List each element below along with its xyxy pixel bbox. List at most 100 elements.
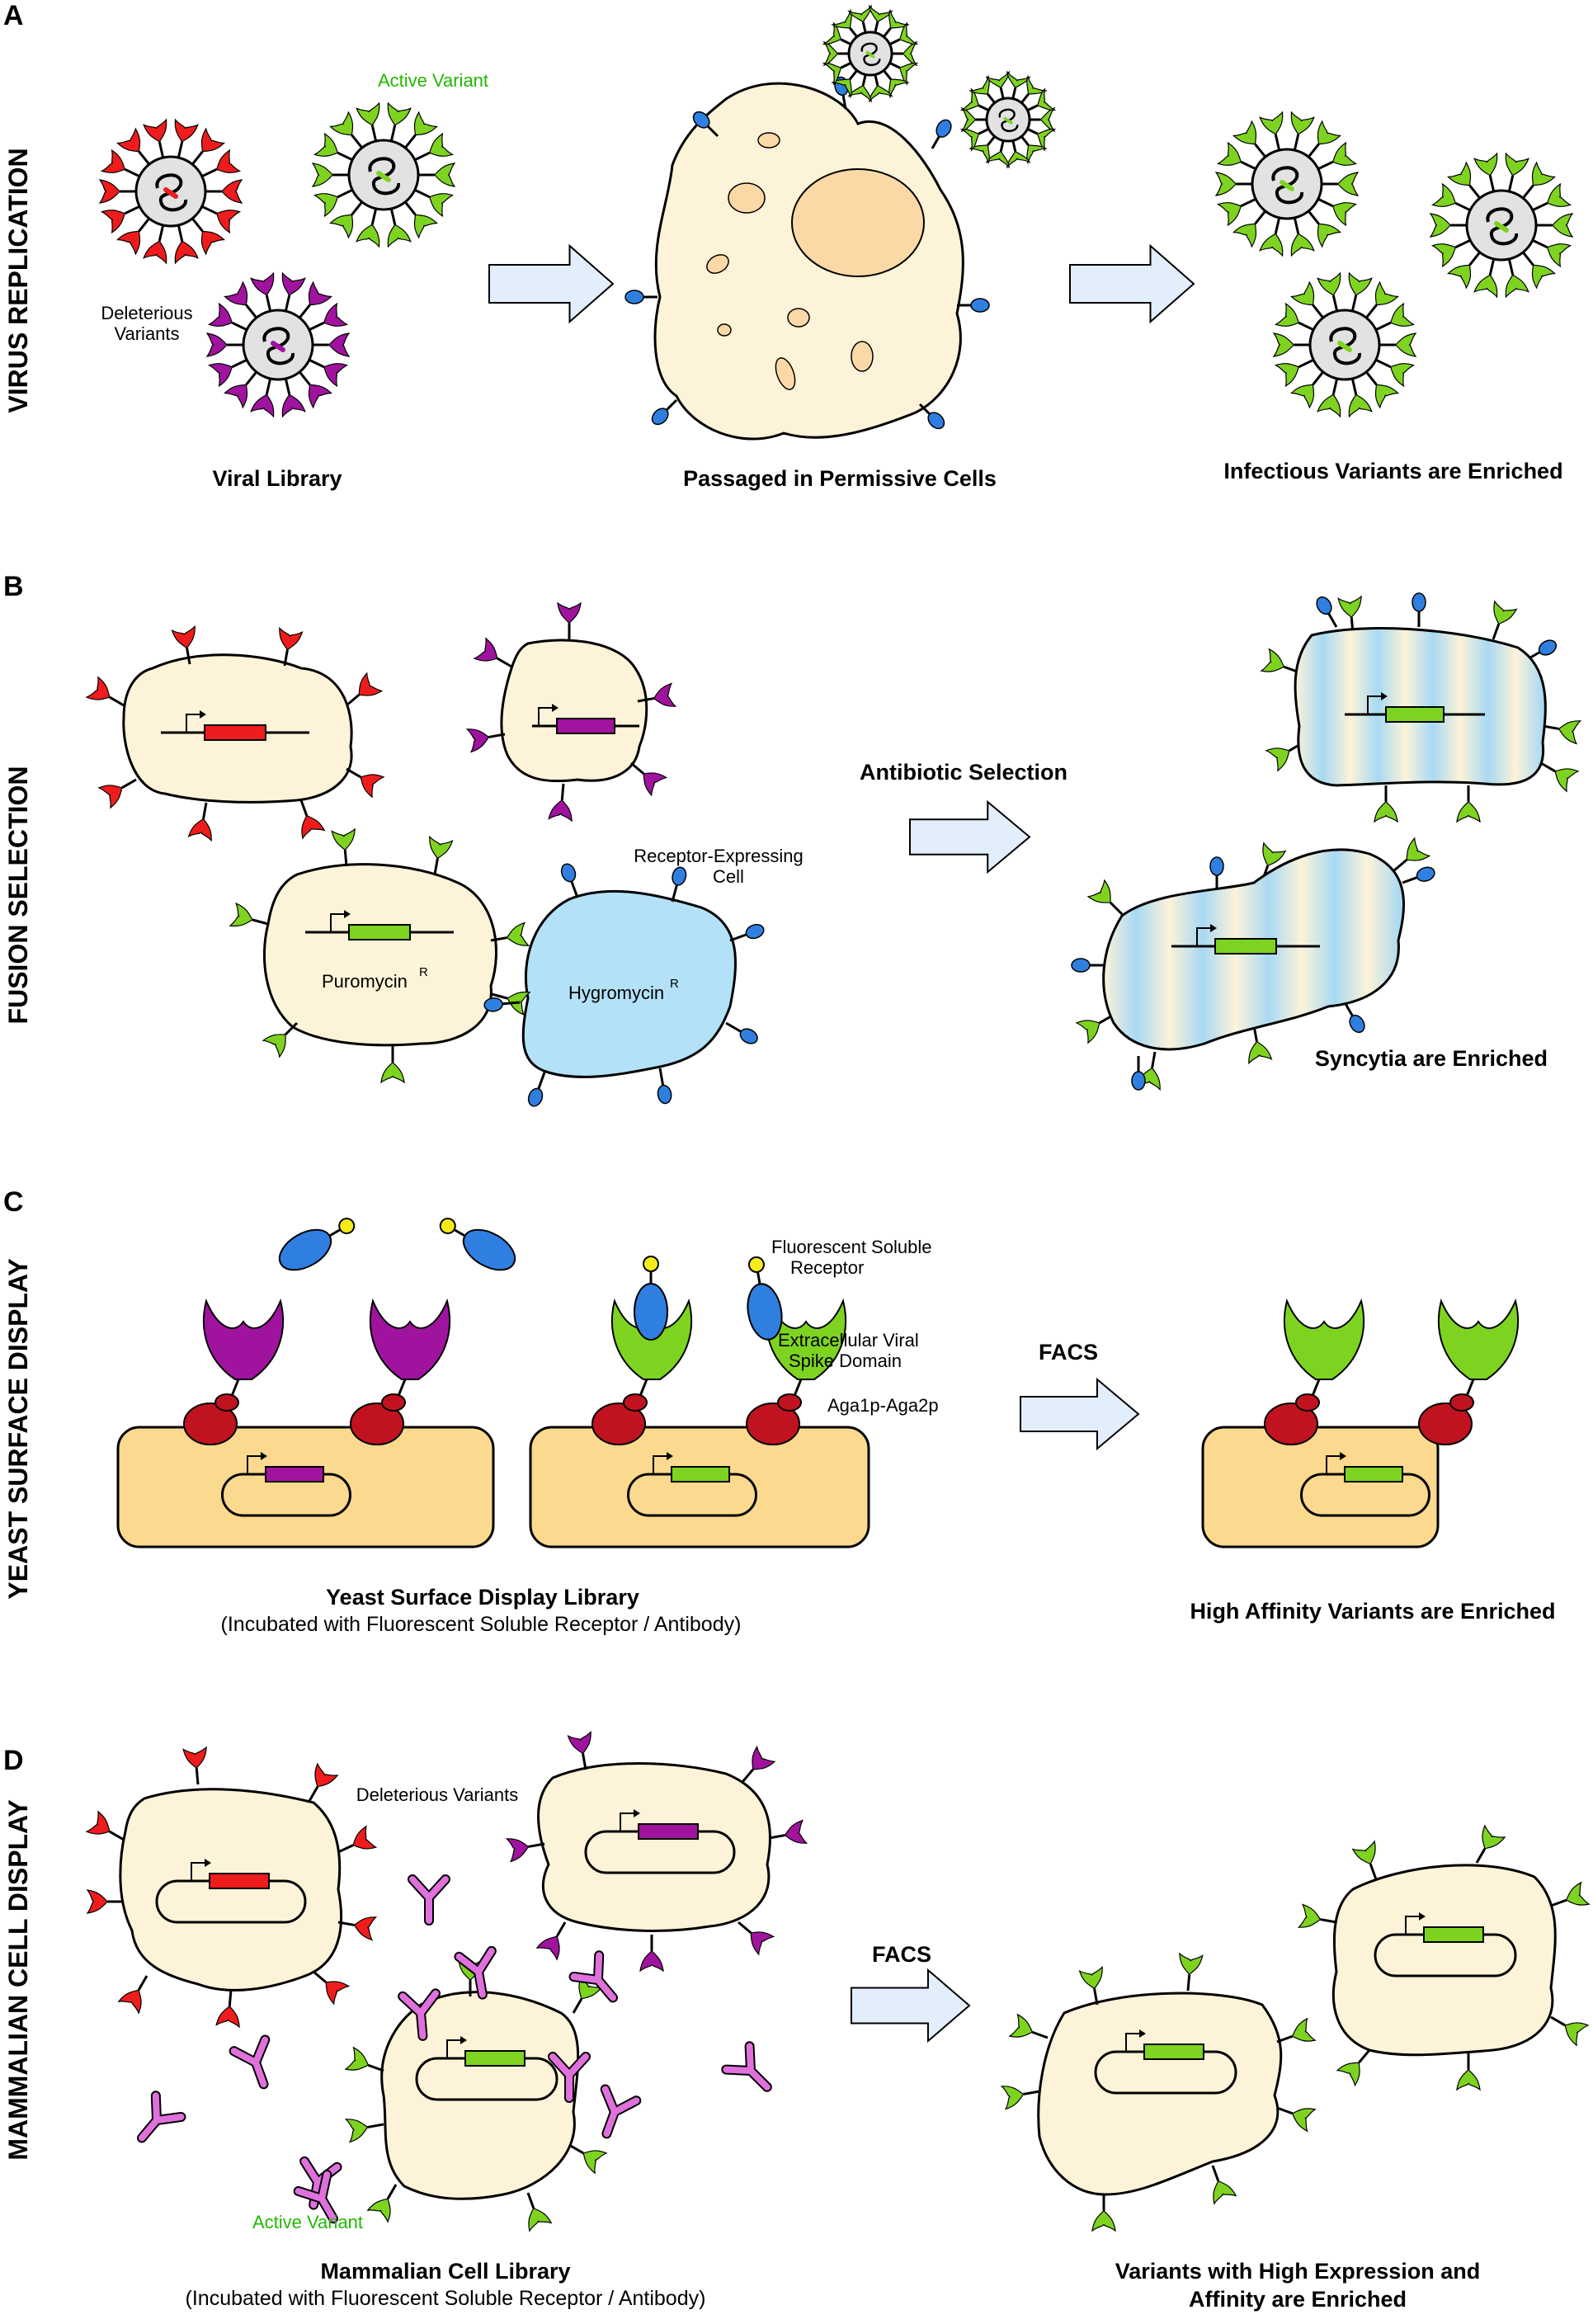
spike-icon: [429, 835, 454, 875]
spike-stalk: [309, 358, 325, 369]
spike-icon: [1456, 785, 1481, 823]
aga1p-icon: [1418, 1402, 1473, 1445]
spike-icon: [418, 163, 456, 187]
spike-head: [1091, 2209, 1116, 2232]
linker: [1311, 1379, 1321, 1397]
spike-icon: [535, 1921, 567, 1961]
plasmids: [221, 1452, 1430, 1517]
spike-head: [1008, 2013, 1034, 2038]
caption-infectious: Infectious Variants are Enriched: [1223, 459, 1562, 483]
spike-icon: [1505, 258, 1529, 299]
spike-head: [1272, 332, 1295, 357]
fluorescent-receptor-icon: [634, 1256, 668, 1341]
spike-head: [1259, 233, 1284, 257]
panel-b-letter: B: [3, 571, 24, 602]
spike-head: [1232, 120, 1257, 145]
spike-icon: [883, 8, 910, 38]
panel-c: C YEAST SURFACE DISPLAY Fluorescent Solu…: [3, 1186, 1556, 1636]
spike-stalk: [978, 104, 990, 112]
fluorescent-receptor-icon: [278, 1218, 356, 1271]
panel-c-letter: C: [3, 1186, 24, 1218]
spike-stalk: [1276, 2106, 1294, 2115]
receptor-stalk: [729, 933, 748, 942]
spike-icon: [414, 132, 455, 162]
spike-icon: [1492, 600, 1518, 640]
linker: [793, 1379, 803, 1397]
aga1p-icon: [1264, 1402, 1318, 1445]
spike-icon: [473, 637, 512, 668]
spike-icon: [337, 1916, 378, 1941]
spike-head: [323, 363, 349, 388]
spike-stalk: [1350, 378, 1358, 395]
spike-stalk: [201, 205, 218, 215]
spike-icon: [741, 1745, 776, 1783]
active-variant-label-a: Active Variant: [378, 70, 488, 91]
spike-icon: [831, 69, 858, 99]
spike-icon: [1026, 87, 1057, 112]
promoter-icon: [330, 913, 349, 932]
arrow-icon: [1020, 1377, 1140, 1451]
spike-stalk: [309, 321, 325, 332]
spike-icon: [182, 1746, 207, 1785]
spike-icon: [281, 378, 306, 418]
spike-icon: [366, 2184, 398, 2223]
aga2p-icon: [777, 1393, 802, 1412]
spike-icon: [959, 87, 990, 112]
spike-head: [313, 193, 339, 218]
spike-stalk: [137, 1975, 148, 1991]
facs-label-d: FACS: [872, 1942, 931, 1967]
receptor-icon: [657, 1068, 672, 1105]
spike-icon: [822, 21, 852, 46]
spike-head: [279, 626, 304, 651]
spike-icon: [313, 132, 353, 162]
arrow-icon: [488, 243, 615, 324]
spike-stalk: [1308, 210, 1320, 225]
fluorophore-icon: [338, 1218, 356, 1234]
gene-box: [1385, 706, 1445, 723]
spike-icon: [250, 271, 275, 312]
spike-icon: [847, 74, 872, 103]
spike-stalk: [1254, 143, 1266, 158]
receptor-head: [483, 997, 503, 1012]
spike-head: [1248, 1040, 1273, 1065]
spike-head: [356, 101, 380, 126]
spike-head: [567, 1730, 591, 1755]
spike-icon: [337, 1825, 378, 1854]
gene-box: [464, 2050, 526, 2067]
virion-green-enriched: [1429, 152, 1574, 299]
spike-stalk: [109, 695, 125, 707]
spike-head: [281, 271, 306, 296]
spike-stalk: [299, 370, 311, 386]
spike-head: [143, 118, 167, 143]
receptor-icon: [624, 290, 657, 304]
spike-head: [433, 163, 456, 187]
spike-head: [653, 682, 677, 707]
spike-head: [1558, 720, 1582, 745]
virion-red: [98, 118, 243, 265]
virion-green: [311, 101, 456, 248]
receptor-expressing-label-line2: Cell: [713, 866, 744, 887]
receptor-head: [927, 412, 945, 430]
spike-head: [506, 922, 530, 946]
spike-icon: [356, 208, 380, 248]
spike-icon: [1000, 2086, 1040, 2110]
spike-icon: [1179, 1952, 1204, 1992]
spike-stalk: [308, 1786, 319, 1802]
antibody-icon: [568, 1950, 618, 2003]
spike-head: [115, 230, 141, 256]
receptor-linker: [756, 1270, 761, 1285]
spike-head: [215, 2005, 240, 2029]
spike-icon: [1289, 370, 1324, 409]
spike-icon: [1322, 172, 1360, 196]
arrow-icon: [1069, 243, 1195, 324]
spike-stalk: [231, 321, 247, 332]
deleterious-variants-label-a-line1: Deleterious: [101, 303, 192, 323]
spike-stalk: [245, 370, 257, 386]
spike-stalk: [1109, 901, 1124, 916]
spike-stalk: [1507, 175, 1515, 192]
spike-stalk: [1274, 134, 1281, 151]
spike-head: [1317, 394, 1341, 418]
spike-head: [752, 1745, 776, 1770]
spike-head: [328, 332, 351, 357]
spike-head: [1394, 332, 1417, 357]
